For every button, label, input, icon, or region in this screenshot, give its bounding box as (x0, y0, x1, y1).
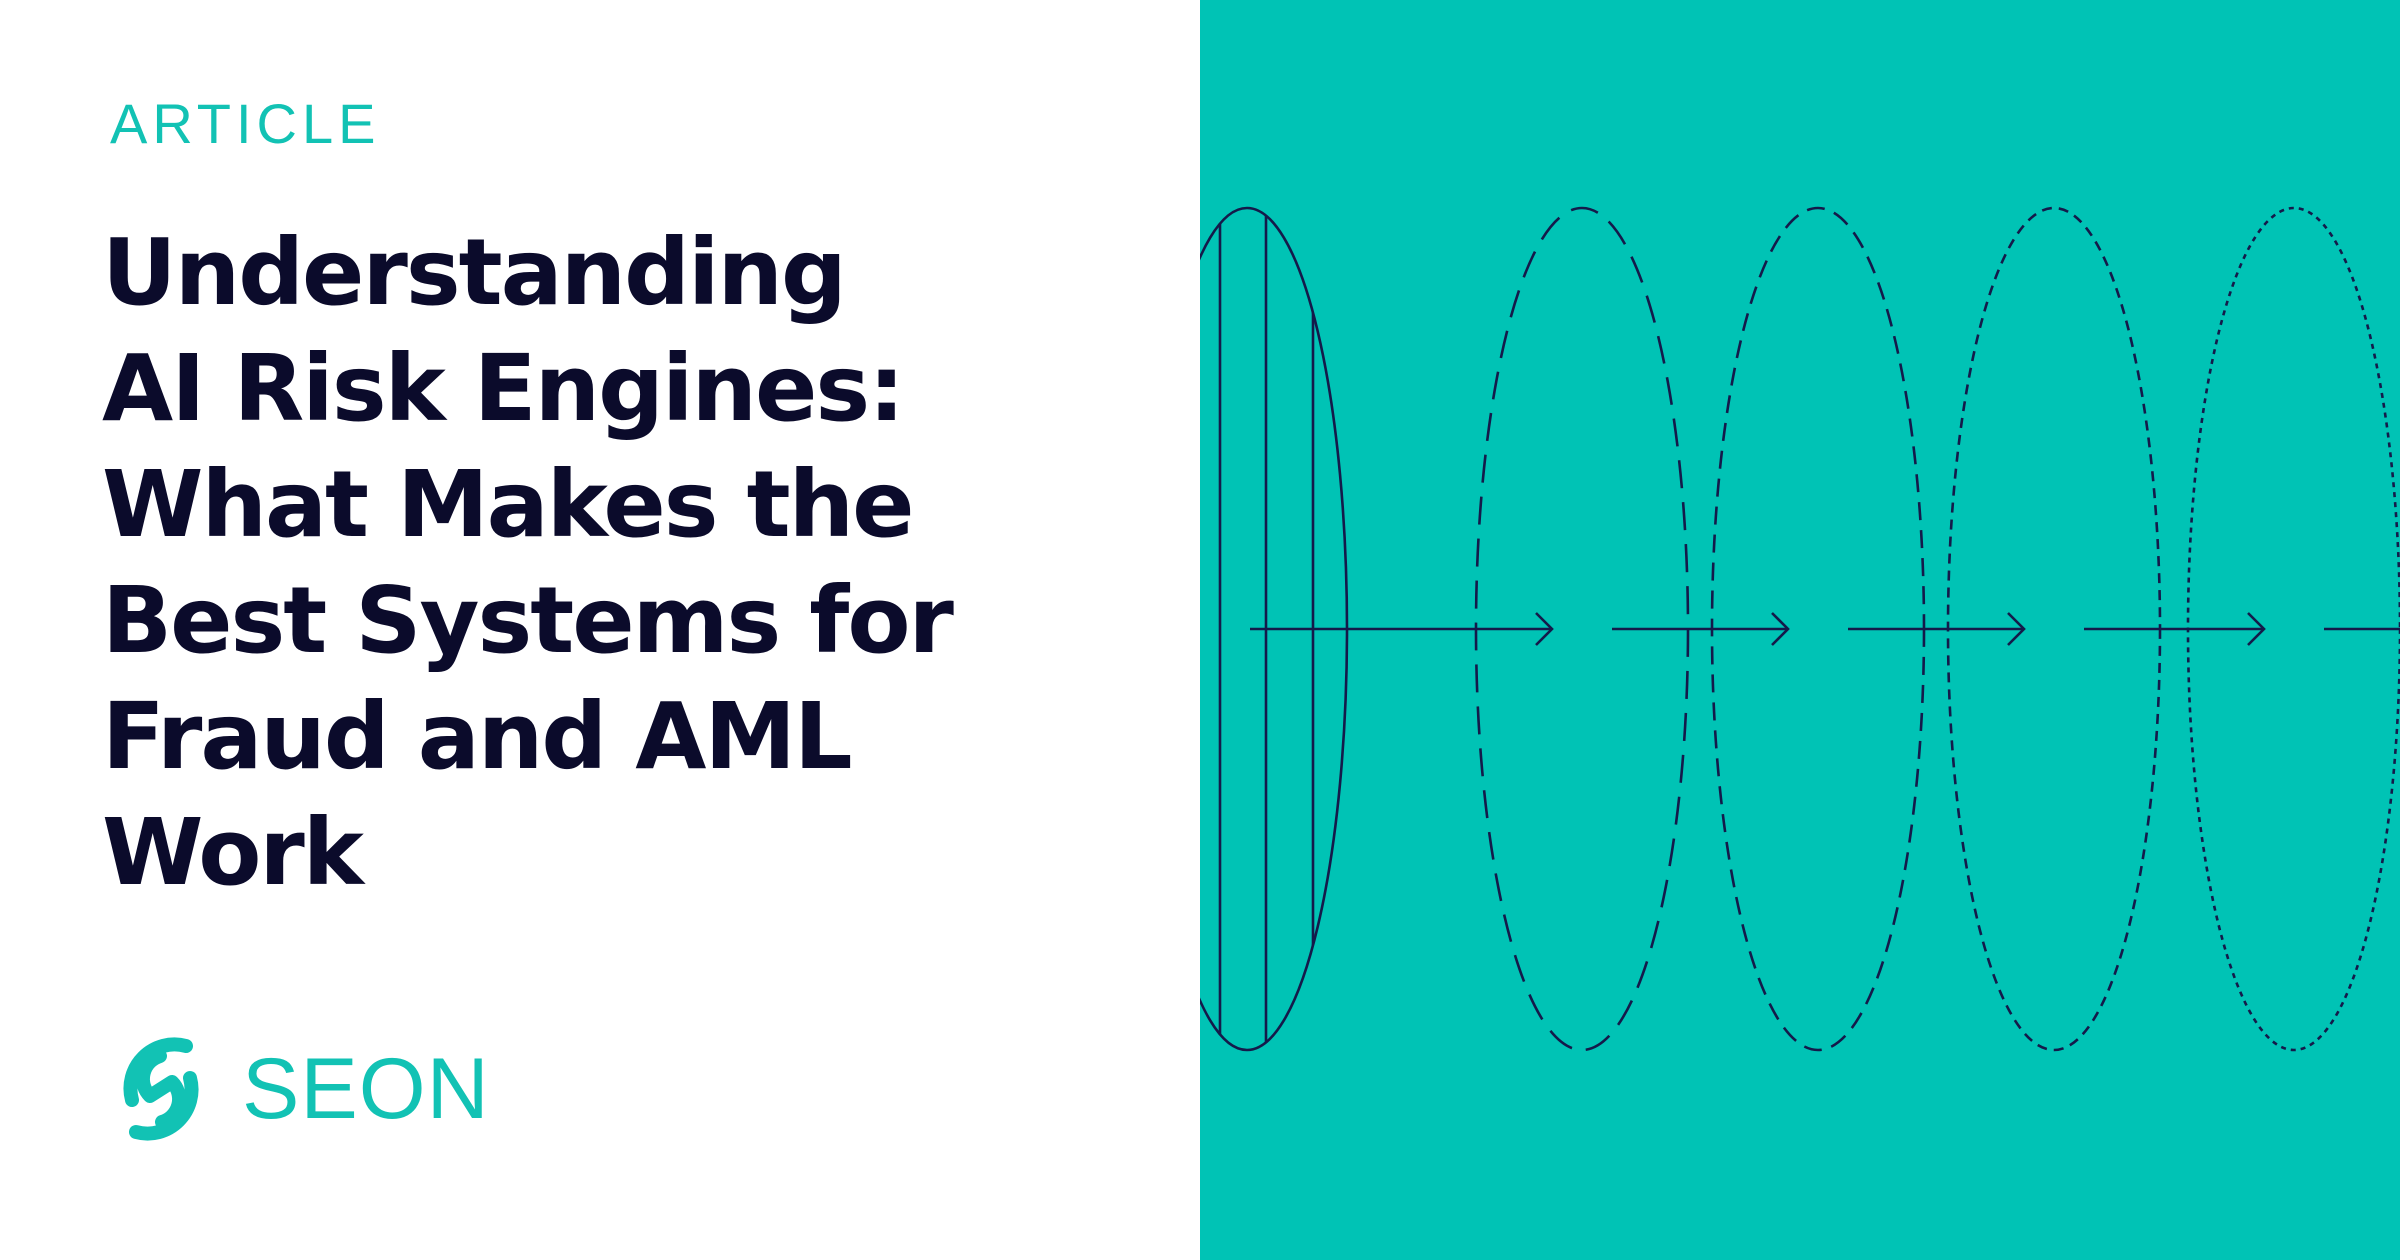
page-title: Understanding AI Risk Engines: What Make… (102, 215, 1162, 911)
dashed-ellipses-arrows-graphic (1200, 206, 2400, 1052)
seon-s-icon (123, 1037, 199, 1141)
illustration-panel (1200, 0, 2400, 1260)
brand-logo: SEON (108, 1024, 490, 1154)
brand-name: SEON (242, 1041, 490, 1137)
title-line: AI Risk Engines: (102, 335, 905, 442)
article-label: ARTICLE (110, 92, 381, 155)
title-line: Work (102, 799, 364, 906)
title-line: Fraud and AML (102, 683, 853, 790)
arrow-segments (1250, 612, 2400, 646)
text-panel: ARTICLE Understanding AI Risk Engines: W… (102, 92, 1162, 1154)
title-line: What Makes the (102, 451, 914, 558)
title-line: Understanding (102, 219, 847, 326)
title-line: Best Systems for (102, 567, 954, 674)
